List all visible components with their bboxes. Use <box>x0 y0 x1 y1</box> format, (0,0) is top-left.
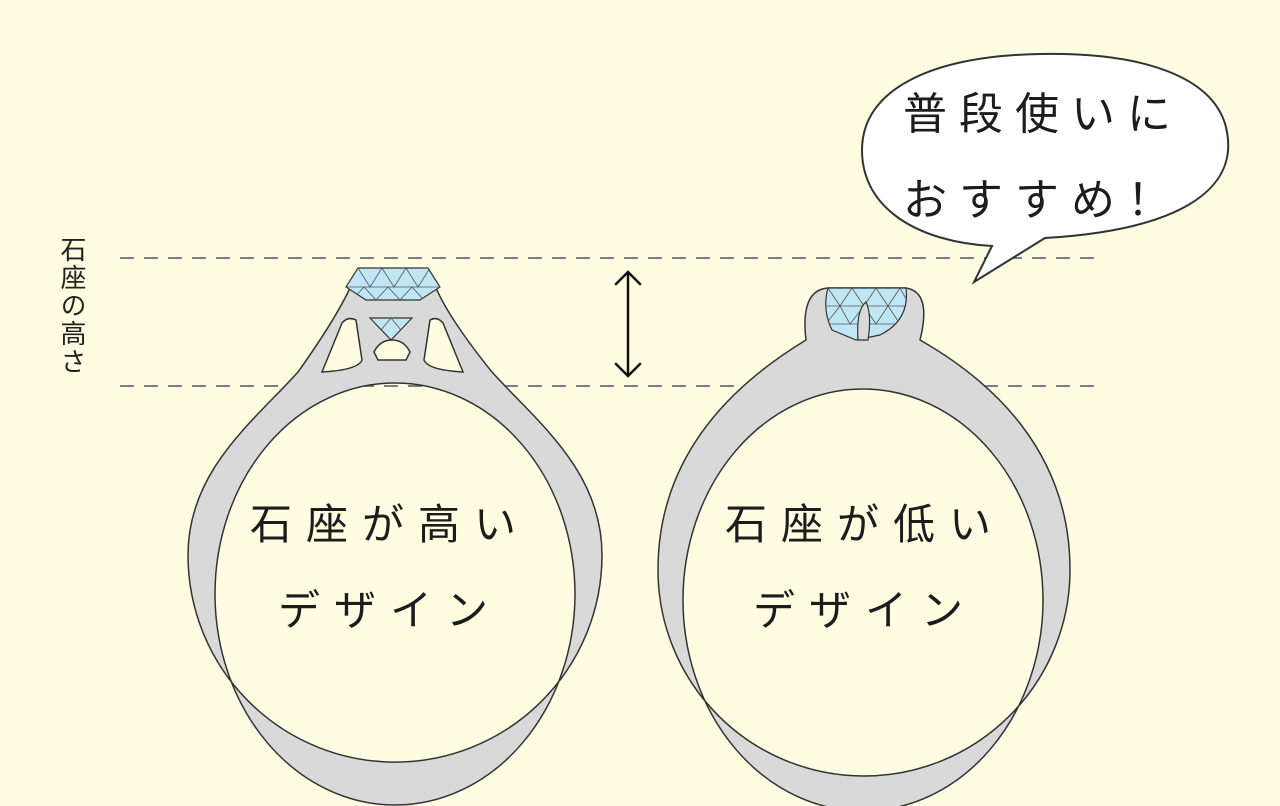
speech-bubble <box>860 52 1230 285</box>
low-setting-ring <box>657 287 1071 806</box>
low-setting-caption: 石座が低い デザイン <box>700 482 1030 654</box>
speech-bubble-text: 普段使いに おすすめ！ <box>878 72 1208 244</box>
high-setting-ring <box>187 267 603 806</box>
caption-line-1: 石座が高い <box>249 500 530 549</box>
caption-line-2: デザイン <box>752 586 977 635</box>
height-arrow-icon <box>614 270 642 378</box>
caption-line-1: 石座が低い <box>724 500 1005 549</box>
stone-setting-height-label: 石座の高さ <box>56 236 86 376</box>
bubble-line-2: おすすめ！ <box>903 175 1183 226</box>
caption-line-2: デザイン <box>277 586 502 635</box>
bubble-line-1: 普段使いに <box>903 89 1183 140</box>
high-setting-caption: 石座が高い デザイン <box>225 482 555 654</box>
